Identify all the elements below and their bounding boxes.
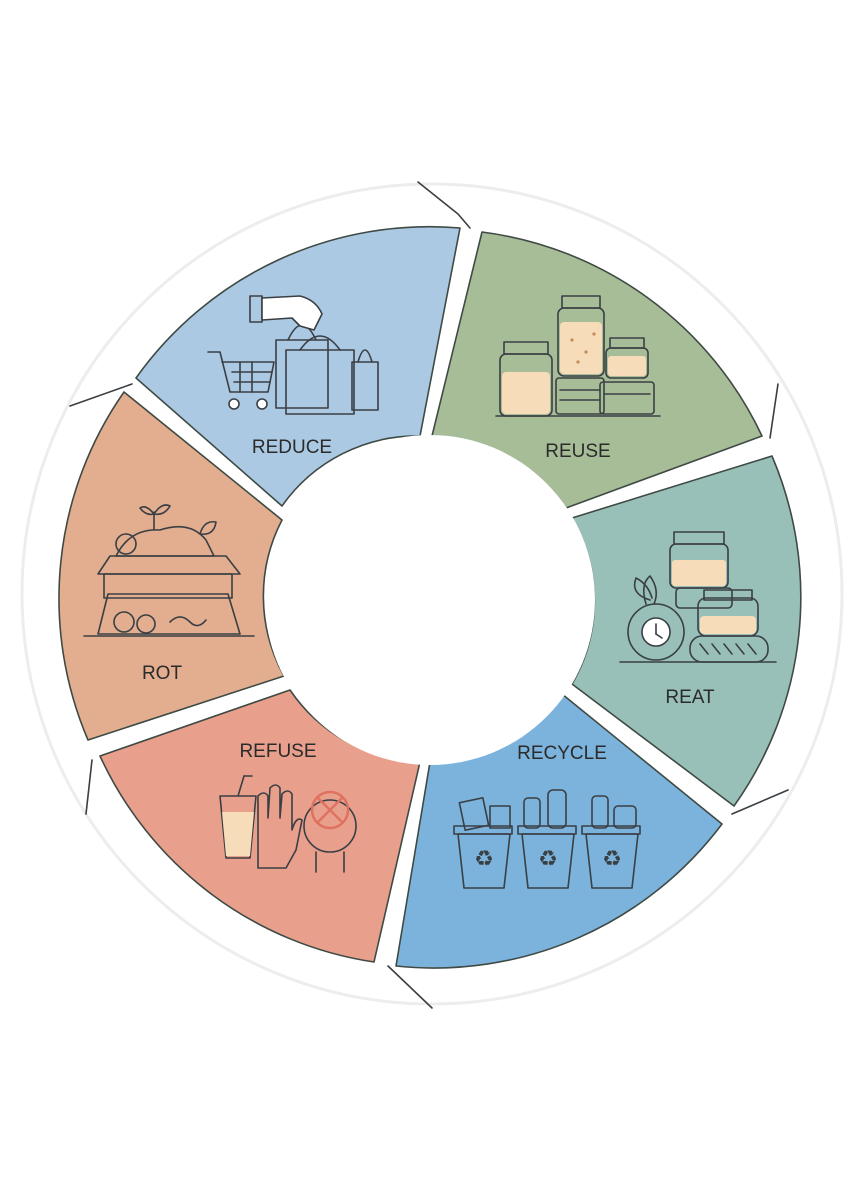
segment-reduce	[135, 225, 461, 507]
connector-brackets	[69, 181, 789, 1009]
wedge-rot	[58, 391, 285, 741]
shopping-cart-bags-icon	[207, 295, 379, 415]
svg-text:♻: ♻	[602, 847, 622, 872]
refusing-hand-icon	[219, 775, 357, 873]
label-reuse: REUSE	[545, 441, 610, 462]
storage-jars-icon	[495, 295, 661, 417]
compost-pile-icon	[83, 504, 255, 637]
label-recycle: RECYCLE	[517, 743, 607, 764]
svg-text:♻: ♻	[474, 847, 494, 872]
label-refuse: REFUSE	[239, 741, 316, 762]
segment-rot	[58, 391, 285, 741]
label-reat: REAT	[665, 687, 715, 708]
center-hole	[265, 435, 595, 765]
label-reduce: REDUCE	[252, 437, 332, 458]
jars-and-tires-icon	[619, 531, 777, 663]
label-rot: ROT	[142, 663, 183, 684]
svg-text:♻: ♻	[538, 847, 558, 872]
outer-ring	[20, 182, 844, 1006]
wedge-reduce	[135, 225, 461, 507]
recycling-bins-icon: ♻ ♻ ♻	[453, 789, 641, 889]
